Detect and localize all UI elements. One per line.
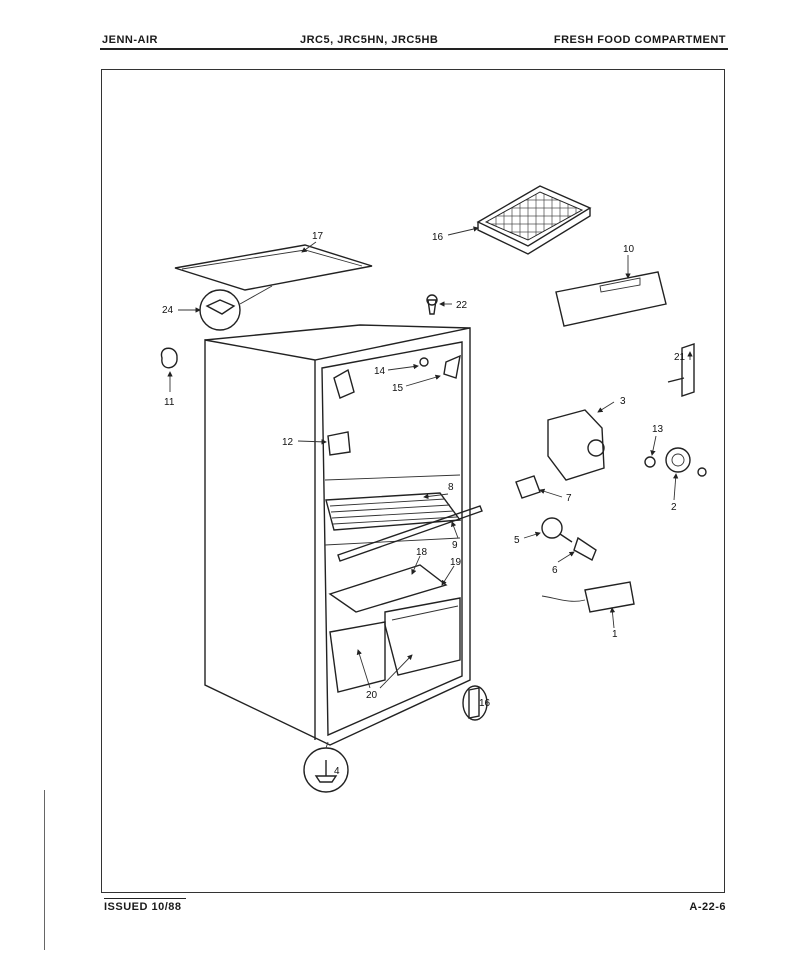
control-knob (665, 447, 691, 473)
callout-10: 10 (623, 244, 635, 255)
callout-14: 14 (374, 366, 386, 377)
light-switch (584, 581, 635, 613)
egg-tray (476, 185, 592, 255)
callout-24: 24 (162, 305, 174, 316)
top-cover (174, 244, 373, 291)
light-shield (547, 409, 605, 481)
callout-15: 15 (392, 383, 404, 394)
light-socket (515, 475, 541, 499)
scan-margin-mark (44, 790, 45, 950)
callout-9: 9 (452, 540, 458, 551)
page-code: A-22-6 (689, 901, 726, 913)
light-bulb (541, 517, 563, 539)
shelf-front-bar (337, 505, 483, 562)
shelf-support-right (443, 354, 461, 379)
callout-22: 22 (456, 300, 468, 311)
appliance-bulb (573, 536, 597, 561)
section-title: FRESH FOOD COMPARTMENT (553, 34, 726, 46)
callout-8: 8 (448, 482, 454, 493)
callout-20: 20 (366, 690, 378, 701)
callout-6: 6 (552, 565, 558, 576)
callout-21: 21 (674, 352, 686, 363)
cabinet (204, 324, 471, 746)
callout-18: 18 (416, 547, 428, 558)
callout-16-tray: 16 (432, 232, 444, 243)
wire-shelf (325, 492, 462, 531)
bracket (327, 431, 351, 456)
callout-5: 5 (514, 535, 520, 546)
footer-rule (104, 898, 186, 899)
detail-circle-16 (462, 685, 488, 721)
callout-16-detail: 16 (479, 698, 491, 709)
callout-17: 17 (312, 231, 324, 242)
callout-3: 3 (620, 396, 626, 407)
shelf-support-left (333, 368, 355, 399)
diagram-frame (101, 69, 725, 893)
dairy-door (555, 271, 667, 327)
callout-1: 1 (612, 629, 618, 640)
nut (644, 456, 656, 468)
callout-11: 11 (164, 397, 175, 408)
detail-circle-24 (199, 289, 241, 331)
callout-7: 7 (566, 493, 572, 504)
callout-2: 2 (671, 502, 677, 513)
callout-19: 19 (450, 557, 462, 568)
bracket-21 (681, 343, 695, 397)
callout-labels: 1 2 3 4 5 6 7 8 9 10 11 12 13 14 15 16 1… (162, 231, 686, 777)
model-numbers: JRC5, JRC5HN, JRC5HB (300, 34, 439, 46)
knob-cap (160, 347, 178, 369)
clip-22 (427, 299, 437, 315)
leader-arrows (167, 226, 693, 689)
issued-date: ISSUED 10/88 (104, 901, 182, 913)
header-rule (100, 48, 728, 50)
callout-13: 13 (652, 424, 664, 435)
callout-4: 4 (334, 766, 340, 777)
plug-button (419, 357, 429, 367)
brand-label: JENN-AIR (102, 34, 158, 46)
callout-12: 12 (282, 437, 294, 448)
